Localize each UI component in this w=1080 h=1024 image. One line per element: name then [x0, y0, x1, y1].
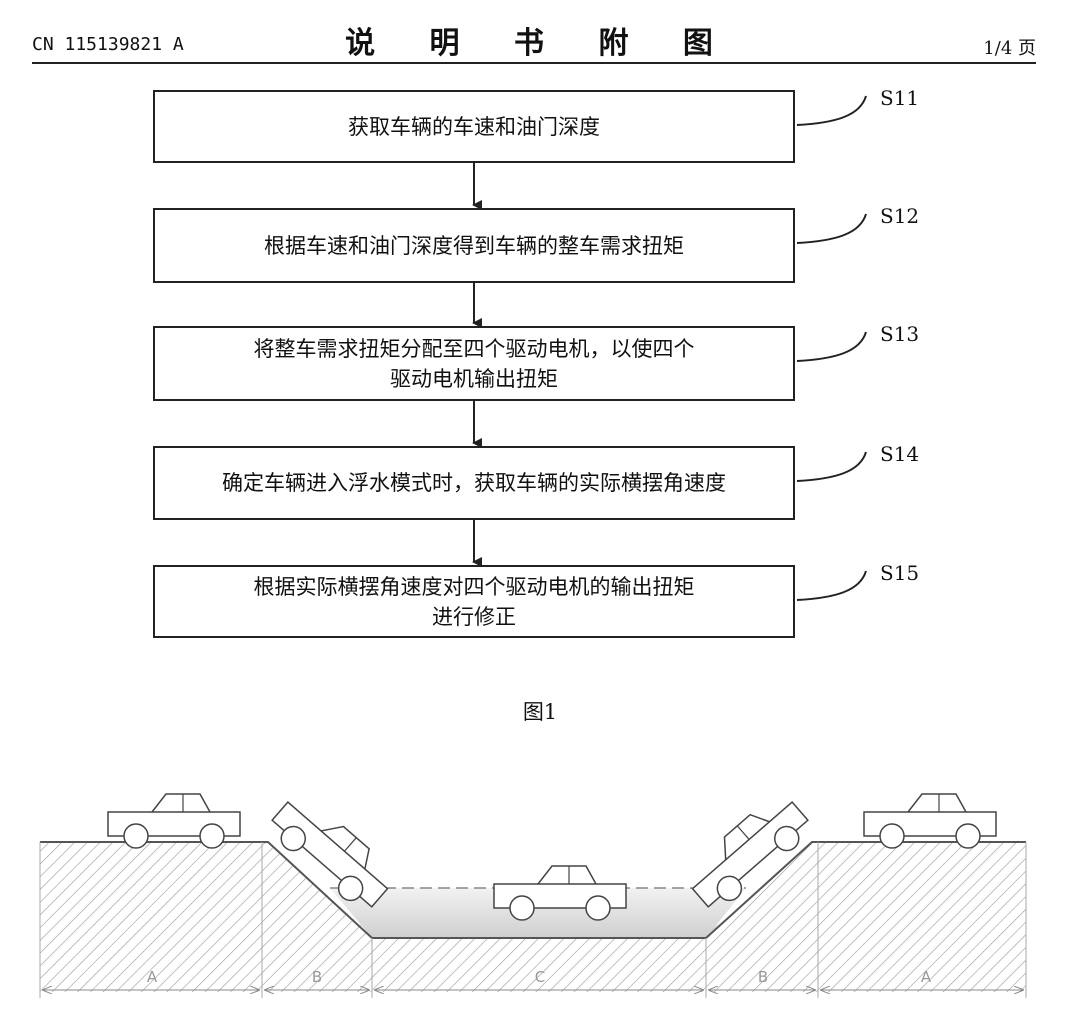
step-box-s15: 根据实际横摆角速度对四个驱动电机的输出扭矩 进行修正 [153, 565, 795, 638]
step-text-s12: 根据车速和油门深度得到车辆的整车需求扭矩 [264, 233, 684, 258]
step-box-s13: 将整车需求扭矩分配至四个驱动电机，以使四个 驱动电机输出扭矩 [153, 326, 795, 401]
step-label-s14: S14 [880, 442, 920, 466]
ground-right [706, 842, 1026, 992]
zone-label-b-left: B [312, 968, 322, 986]
step-label-s15: S15 [880, 561, 920, 585]
step-label-s13: S13 [880, 322, 920, 346]
ground-bottom [372, 935, 706, 992]
zone-label-a-left: A [147, 968, 158, 986]
step-text-s15: 根据实际横摆角速度对四个驱动电机的输出扭矩 进行修正 [253, 574, 695, 629]
leader-s15 [796, 570, 867, 601]
leader-s11 [796, 95, 867, 126]
terrain-outline [40, 841, 1026, 939]
leader-s14 [796, 451, 867, 482]
car-on-right-bank [863, 793, 997, 849]
step-text-s13: 将整车需求扭矩分配至四个驱动电机，以使四个 驱动电机输出扭矩 [253, 336, 695, 391]
step-box-s12: 根据车速和油门深度得到车辆的整车需求扭矩 [153, 208, 795, 283]
step-label-s11: S11 [880, 86, 920, 110]
step-text-s11: 获取车辆的车速和油门深度 [348, 114, 600, 139]
header-rule [32, 62, 1036, 64]
leader-s13 [796, 331, 867, 362]
ground-left [40, 842, 372, 992]
water-body [330, 888, 746, 938]
page-number: 1/4 页 [983, 38, 1036, 59]
zone-label-a-right: A [921, 968, 932, 986]
document-number: CN 115139821 A [32, 34, 184, 55]
figure-1-caption: 图1 [522, 700, 558, 724]
zone-dividers [39, 842, 1027, 998]
step-box-s14: 确定车辆进入浮水模式时，获取车辆的实际横摆角速度 [153, 446, 795, 520]
zone-label-b-right: B [758, 968, 768, 986]
leader-s12 [796, 213, 867, 244]
step-label-s12: S12 [880, 204, 920, 228]
step-text-s14: 确定车辆进入浮水模式时，获取车辆的实际横摆角速度 [222, 471, 726, 495]
step-box-s11: 获取车辆的车速和油门深度 [153, 90, 795, 163]
zone-label-c: C [535, 968, 545, 986]
section-title: 说 明 书 附 图 [345, 26, 735, 61]
car-on-left-bank [107, 793, 241, 849]
